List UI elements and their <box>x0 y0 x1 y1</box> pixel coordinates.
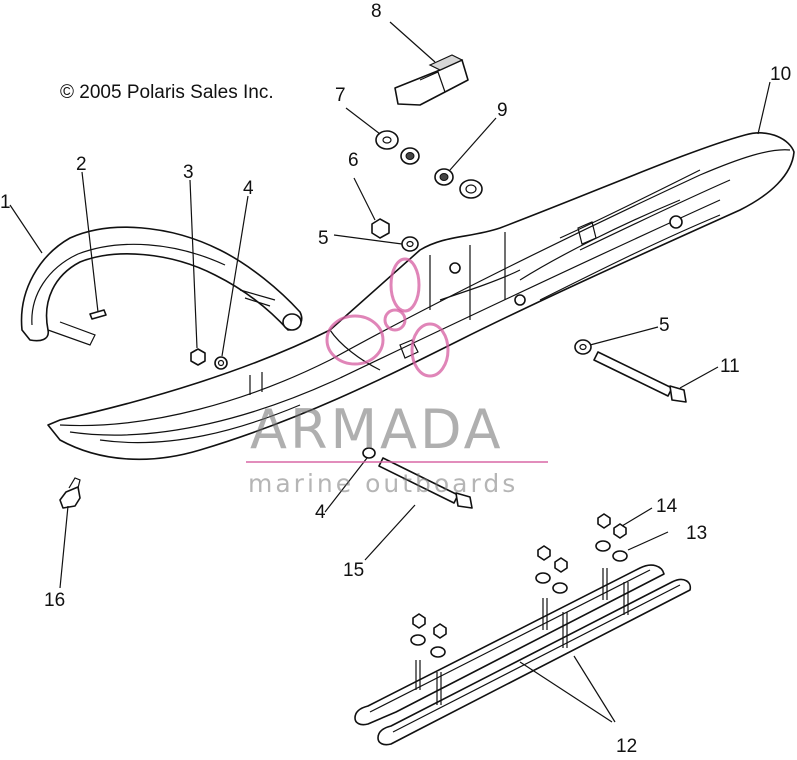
copyright-notice: © 2005 Polaris Sales Inc. <box>60 82 274 103</box>
nut-left <box>190 348 206 366</box>
washer-large <box>375 130 399 150</box>
callout-6: 6 <box>348 150 359 171</box>
callout-16: 16 <box>44 590 65 611</box>
leader-lines <box>9 21 771 723</box>
nut-upper <box>371 218 390 239</box>
callout-4-lower: 4 <box>315 502 326 523</box>
stud-part <box>59 477 81 509</box>
runner-nuts <box>412 513 627 639</box>
callout-14: 14 <box>656 496 678 517</box>
callout-3: 3 <box>183 162 194 183</box>
bolt-long <box>593 351 687 403</box>
callout-9: 9 <box>497 100 508 121</box>
watermark-subtitle: marine outboards <box>248 469 519 498</box>
callout-1: 1 <box>0 192 11 213</box>
callout-15: 15 <box>343 560 364 581</box>
washer-upper <box>401 236 419 252</box>
callout-10: 10 <box>770 64 791 85</box>
watermark-rule <box>246 461 548 463</box>
callout-7: 7 <box>335 85 346 106</box>
ski-body <box>47 132 795 461</box>
callout-11: 11 <box>720 356 740 377</box>
washer-left <box>214 356 228 370</box>
pin-part <box>89 309 107 320</box>
watermark-logo <box>325 257 450 378</box>
bushing-left <box>400 147 420 165</box>
callout-2: 2 <box>76 154 87 175</box>
runner-rear <box>377 578 692 746</box>
watermark-title: ARMADA <box>250 398 504 461</box>
callout-8: 8 <box>371 1 382 22</box>
runner-front <box>354 564 665 726</box>
runner-studs <box>415 568 629 705</box>
bushing-right <box>434 168 454 186</box>
callout-4-upper: 4 <box>243 178 254 199</box>
pad-bracket <box>394 54 469 106</box>
runner-washers <box>410 540 628 658</box>
callout-5-upper: 5 <box>318 228 329 249</box>
washer-bottom <box>362 447 376 459</box>
callout-12: 12 <box>616 736 637 755</box>
bolt-middle <box>378 457 473 509</box>
spacer-part <box>459 179 483 199</box>
ski-handle <box>20 226 303 346</box>
callout-13: 13 <box>686 523 707 544</box>
callout-5-lower: 5 <box>659 315 670 336</box>
washer-lower <box>574 339 592 355</box>
